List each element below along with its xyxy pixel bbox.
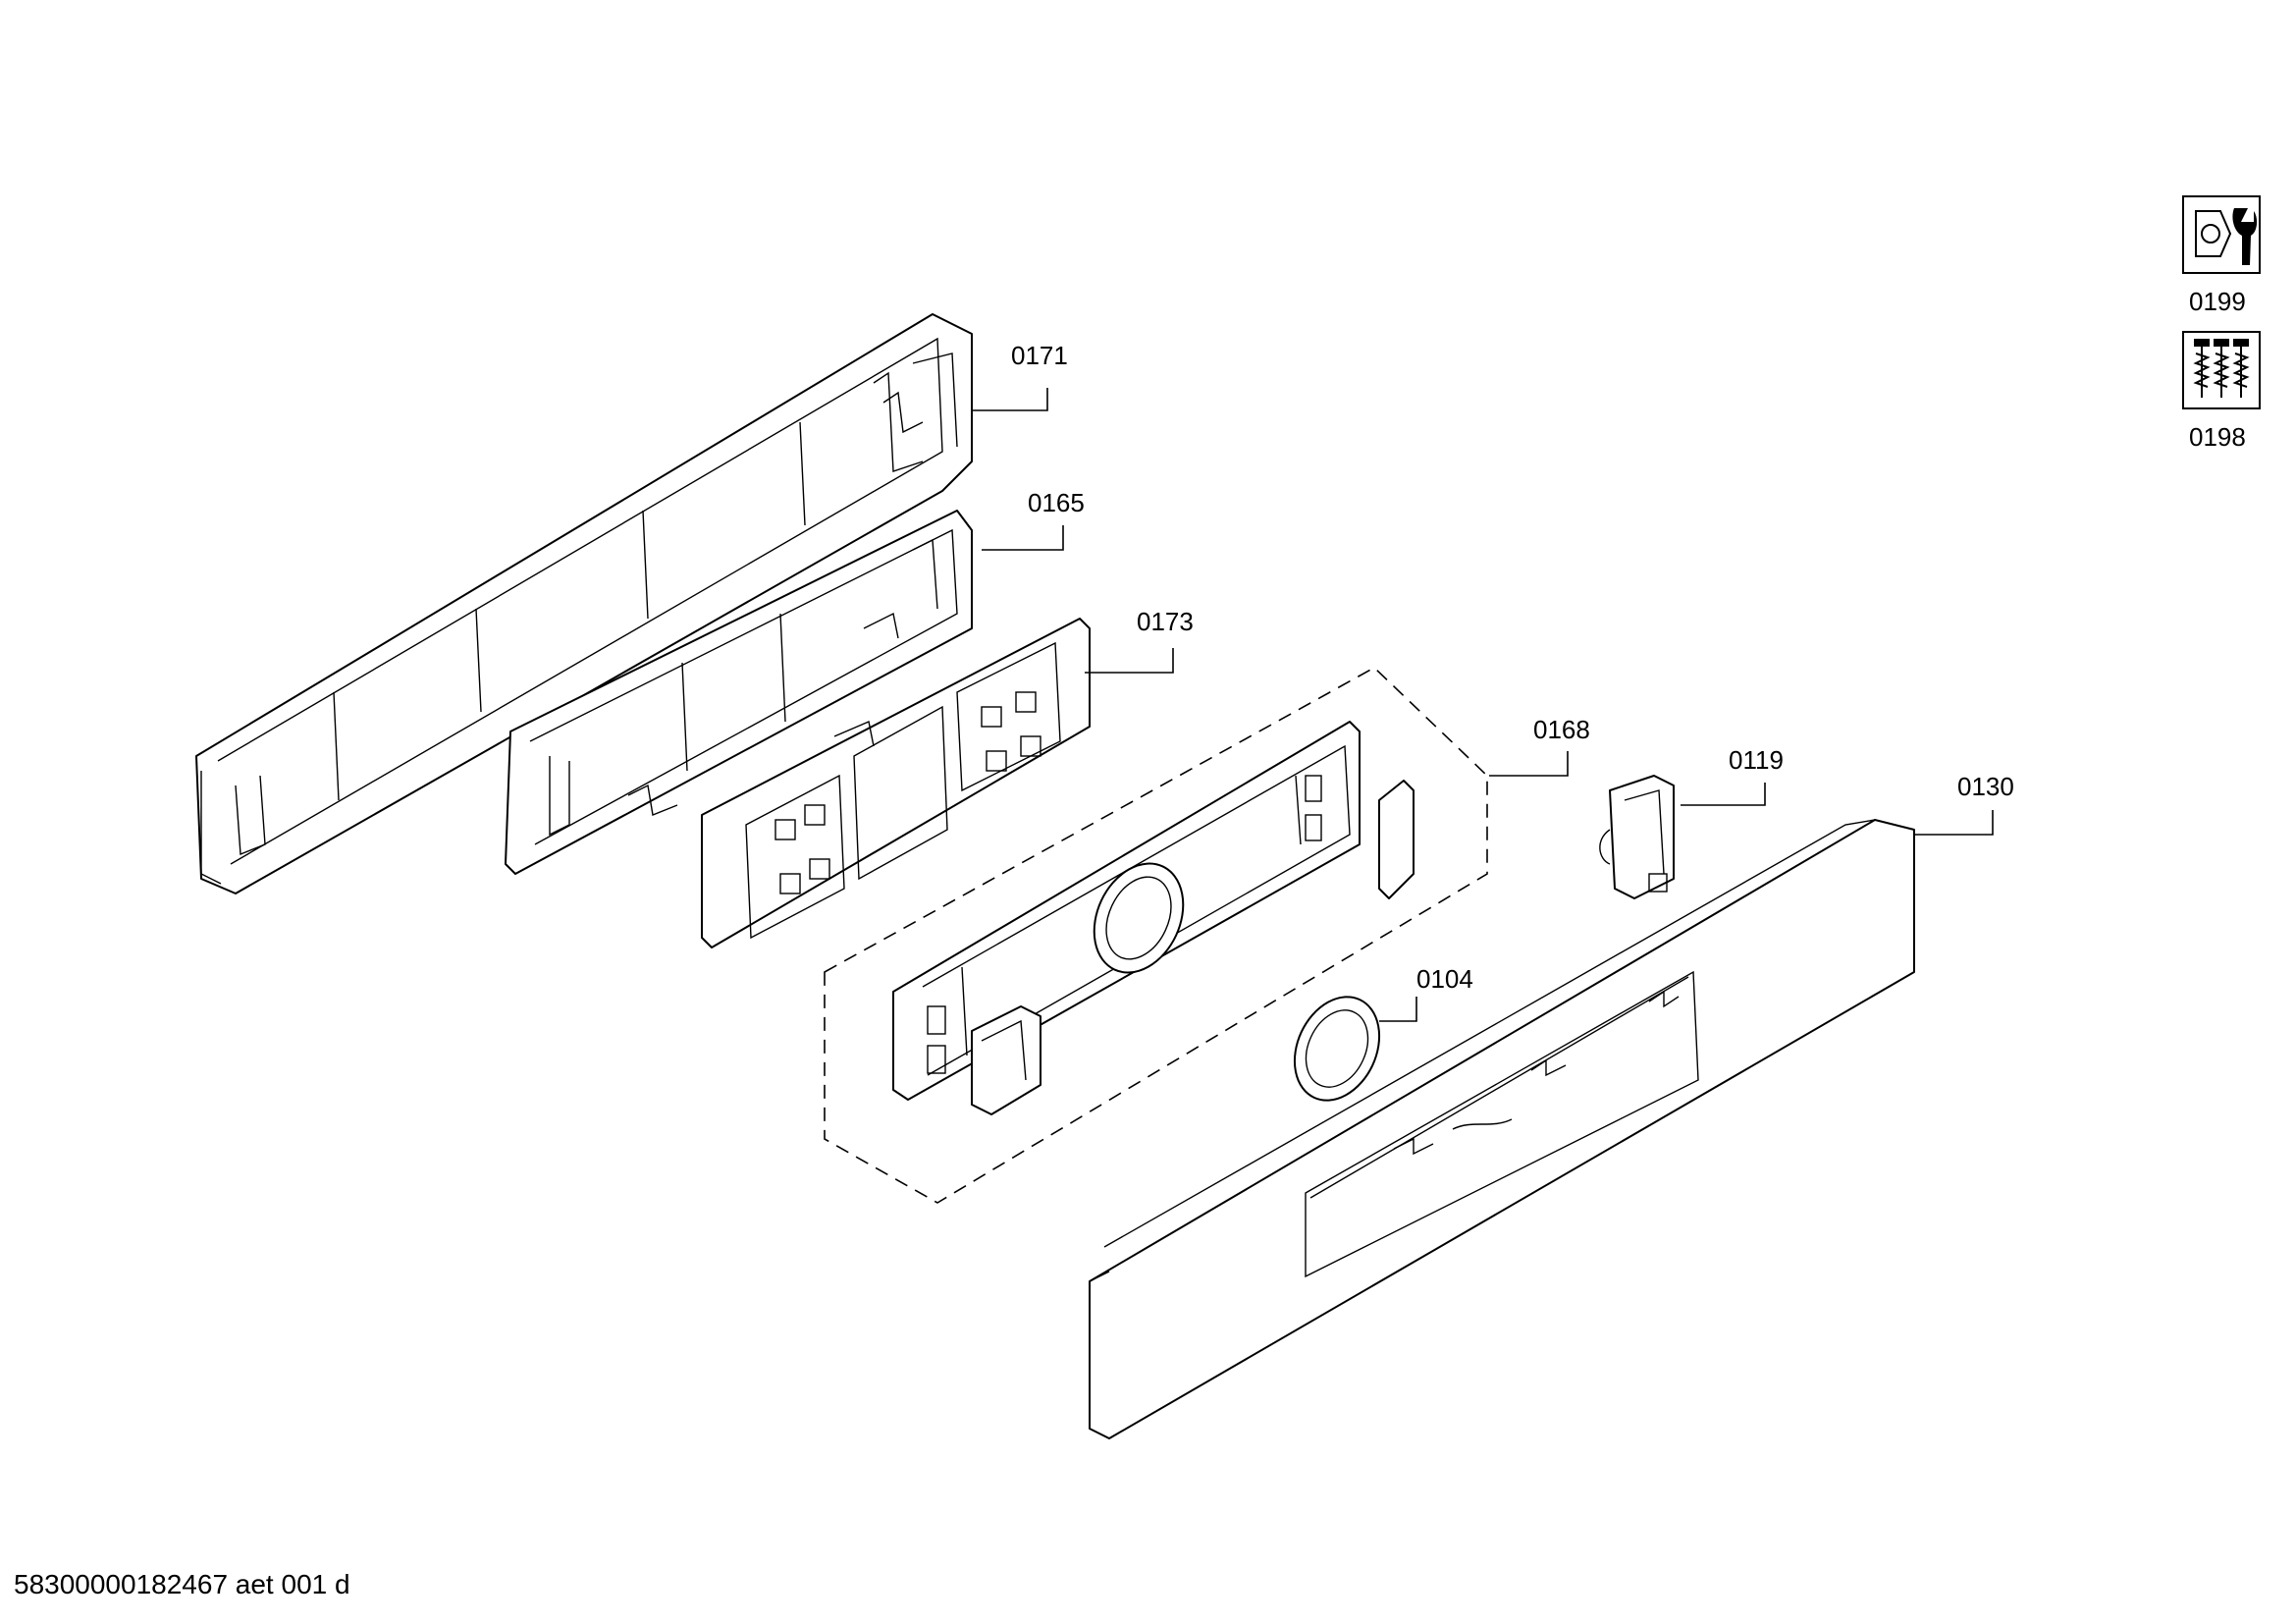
label-0199: 0199 xyxy=(2189,287,2246,316)
part-0173-control-board[interactable] xyxy=(701,618,1091,948)
nut-wrench-icon xyxy=(2195,208,2258,265)
label-0168: 0168 xyxy=(1533,715,1590,744)
part-0165-frame[interactable] xyxy=(505,510,973,875)
label-0171: 0171 xyxy=(1011,341,1068,370)
part-0168-assembly[interactable] xyxy=(824,667,1488,1204)
label-0130: 0130 xyxy=(1957,772,2014,801)
part-0130-front-panel[interactable] xyxy=(1089,819,1915,1439)
label-0119: 0119 xyxy=(1729,745,1784,775)
part-0119-module[interactable] xyxy=(1599,775,1675,899)
label-0104: 0104 xyxy=(1416,964,1473,994)
label-0165: 0165 xyxy=(1028,488,1085,517)
document-id: 58300000182467 aet 001 d xyxy=(14,1569,350,1599)
leader-lines xyxy=(972,388,1994,1022)
screws-icon xyxy=(2193,339,2250,398)
part-0171-rear-frame[interactable] xyxy=(195,313,973,894)
label-0198: 0198 xyxy=(2189,422,2246,452)
tool-icon-0198[interactable]: 0198 xyxy=(2182,331,2261,452)
tool-icon-0199[interactable]: 0199 xyxy=(2182,195,2261,316)
label-0173: 0173 xyxy=(1137,607,1194,636)
part-0104-knob-ring[interactable] xyxy=(1279,983,1396,1114)
